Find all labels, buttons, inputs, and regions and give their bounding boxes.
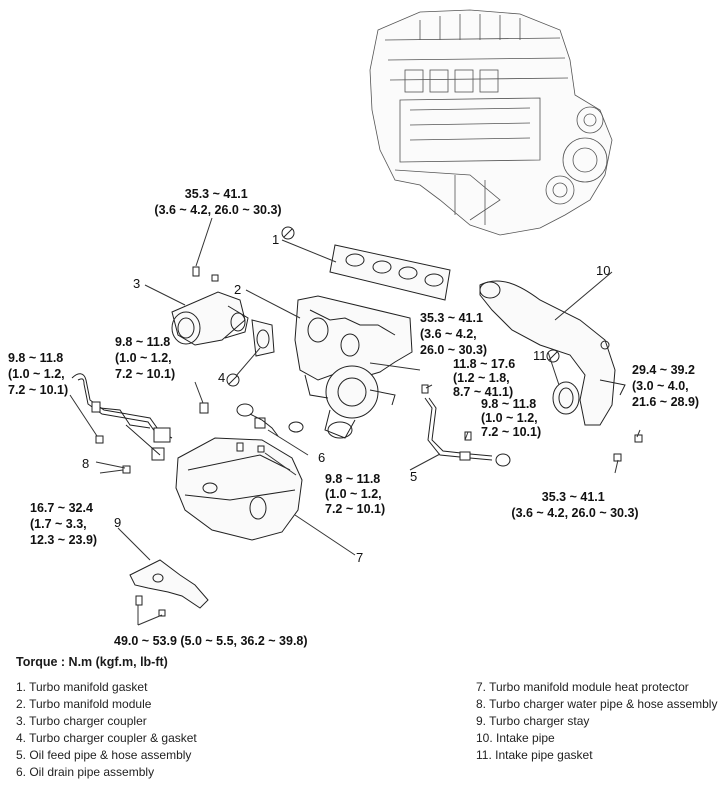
legend-item: 7. Turbo manifold module heat protector	[476, 680, 689, 694]
torque-center: 35.3 ~ 41.1 (3.6 ~ 4.2, 26.0 ~ 30.3)	[420, 311, 487, 357]
legend-item: 3. Turbo charger coupler	[16, 714, 147, 728]
callout-numbers: 1 2 3 4 5 6 7 8 9 10 11	[82, 232, 610, 565]
leader-lines	[69, 217, 641, 626]
callout-7: 7	[356, 550, 363, 565]
legend-item: 9. Turbo charger stay	[476, 714, 590, 728]
turbo-charger-stay	[129, 559, 209, 609]
callout-9: 9	[114, 515, 121, 530]
torque-left: 9.8 ~ 11.8 (1.0 ~ 1.2, 7.2 ~ 10.1)	[8, 351, 68, 397]
legend-item: 4. Turbo charger coupler & gasket	[16, 731, 197, 745]
turbo-manifold-module	[294, 295, 413, 439]
callout-1: 1	[272, 232, 279, 247]
legend-item: 8. Turbo charger water pipe & hose assem…	[476, 697, 718, 711]
legend-item: 11. Intake pipe gasket	[476, 748, 593, 762]
callout-5: 5	[410, 469, 417, 484]
torque-mid-bottom: 9.8 ~ 11.8 (1.0 ~ 1.2, 7.2 ~ 10.1)	[325, 472, 385, 516]
intake-pipe	[479, 280, 626, 426]
legend-item: 5. Oil feed pipe & hose assembly	[16, 748, 192, 762]
legend-item: 1. Turbo manifold gasket	[16, 680, 148, 694]
callout-3: 3	[133, 276, 140, 291]
torque-units-label: Torque : N.m (kgf.m, lb-ft)	[16, 655, 168, 669]
turbo-charger-water-pipe-hose	[71, 373, 173, 461]
torque-oil-feed: 11.8 ~ 17.6 (1.2 ~ 1.8, 8.7 ~ 41.1)	[453, 357, 519, 399]
callout-6: 6	[318, 450, 325, 465]
engine-block-illustration	[369, 9, 613, 236]
intake-pipe-gasket	[552, 381, 580, 415]
torque-specs: 35.3 ~ 41.1 (3.6 ~ 4.2, 26.0 ~ 30.3) 9.8…	[8, 187, 699, 648]
oil-drain-pipe-assembly	[236, 403, 304, 437]
oil-feed-pipe-hose	[424, 397, 511, 467]
torque-stay: 49.0 ~ 53.9 (5.0 ~ 5.5, 36.2 ~ 39.8)	[114, 634, 308, 648]
torque-right-bottom: 35.3 ~ 41.1 (3.6 ~ 4.2, 26.0 ~ 30.3)	[511, 490, 638, 520]
turbo-charger-coupler	[171, 291, 249, 346]
torque-mid-left: 9.8 ~ 11.8 (1.0 ~ 1.2, 7.2 ~ 10.1)	[115, 335, 175, 381]
legend-item: 6. Oil drain pipe assembly	[16, 765, 155, 779]
bolt-markers	[95, 266, 643, 617]
callout-2: 2	[234, 282, 241, 297]
turbo-manifold-gasket	[329, 244, 451, 301]
turbo-charger-coupler-gasket	[251, 319, 275, 357]
torque-right: 29.4 ~ 39.2 (3.0 ~ 4.0, 21.6 ~ 28.9)	[632, 363, 699, 409]
torque-top: 35.3 ~ 41.1 (3.6 ~ 4.2, 26.0 ~ 30.3)	[154, 187, 281, 217]
callout-11: 11	[533, 348, 547, 363]
legend-item: 2. Turbo manifold module	[16, 697, 152, 711]
callout-10: 10	[596, 263, 610, 278]
callout-4: 4	[218, 370, 225, 385]
callout-8: 8	[82, 456, 89, 471]
turbo-manifold-heat-protector	[175, 437, 303, 541]
legend-item: 10. Intake pipe	[476, 731, 555, 745]
torque-heat-protector: 16.7 ~ 32.4 (1.7 ~ 3.3, 12.3 ~ 23.9)	[30, 501, 97, 547]
torque-oil-feed-2: 9.8 ~ 11.8 (1.0 ~ 1.2, 7.2 ~ 10.1)	[481, 397, 541, 439]
